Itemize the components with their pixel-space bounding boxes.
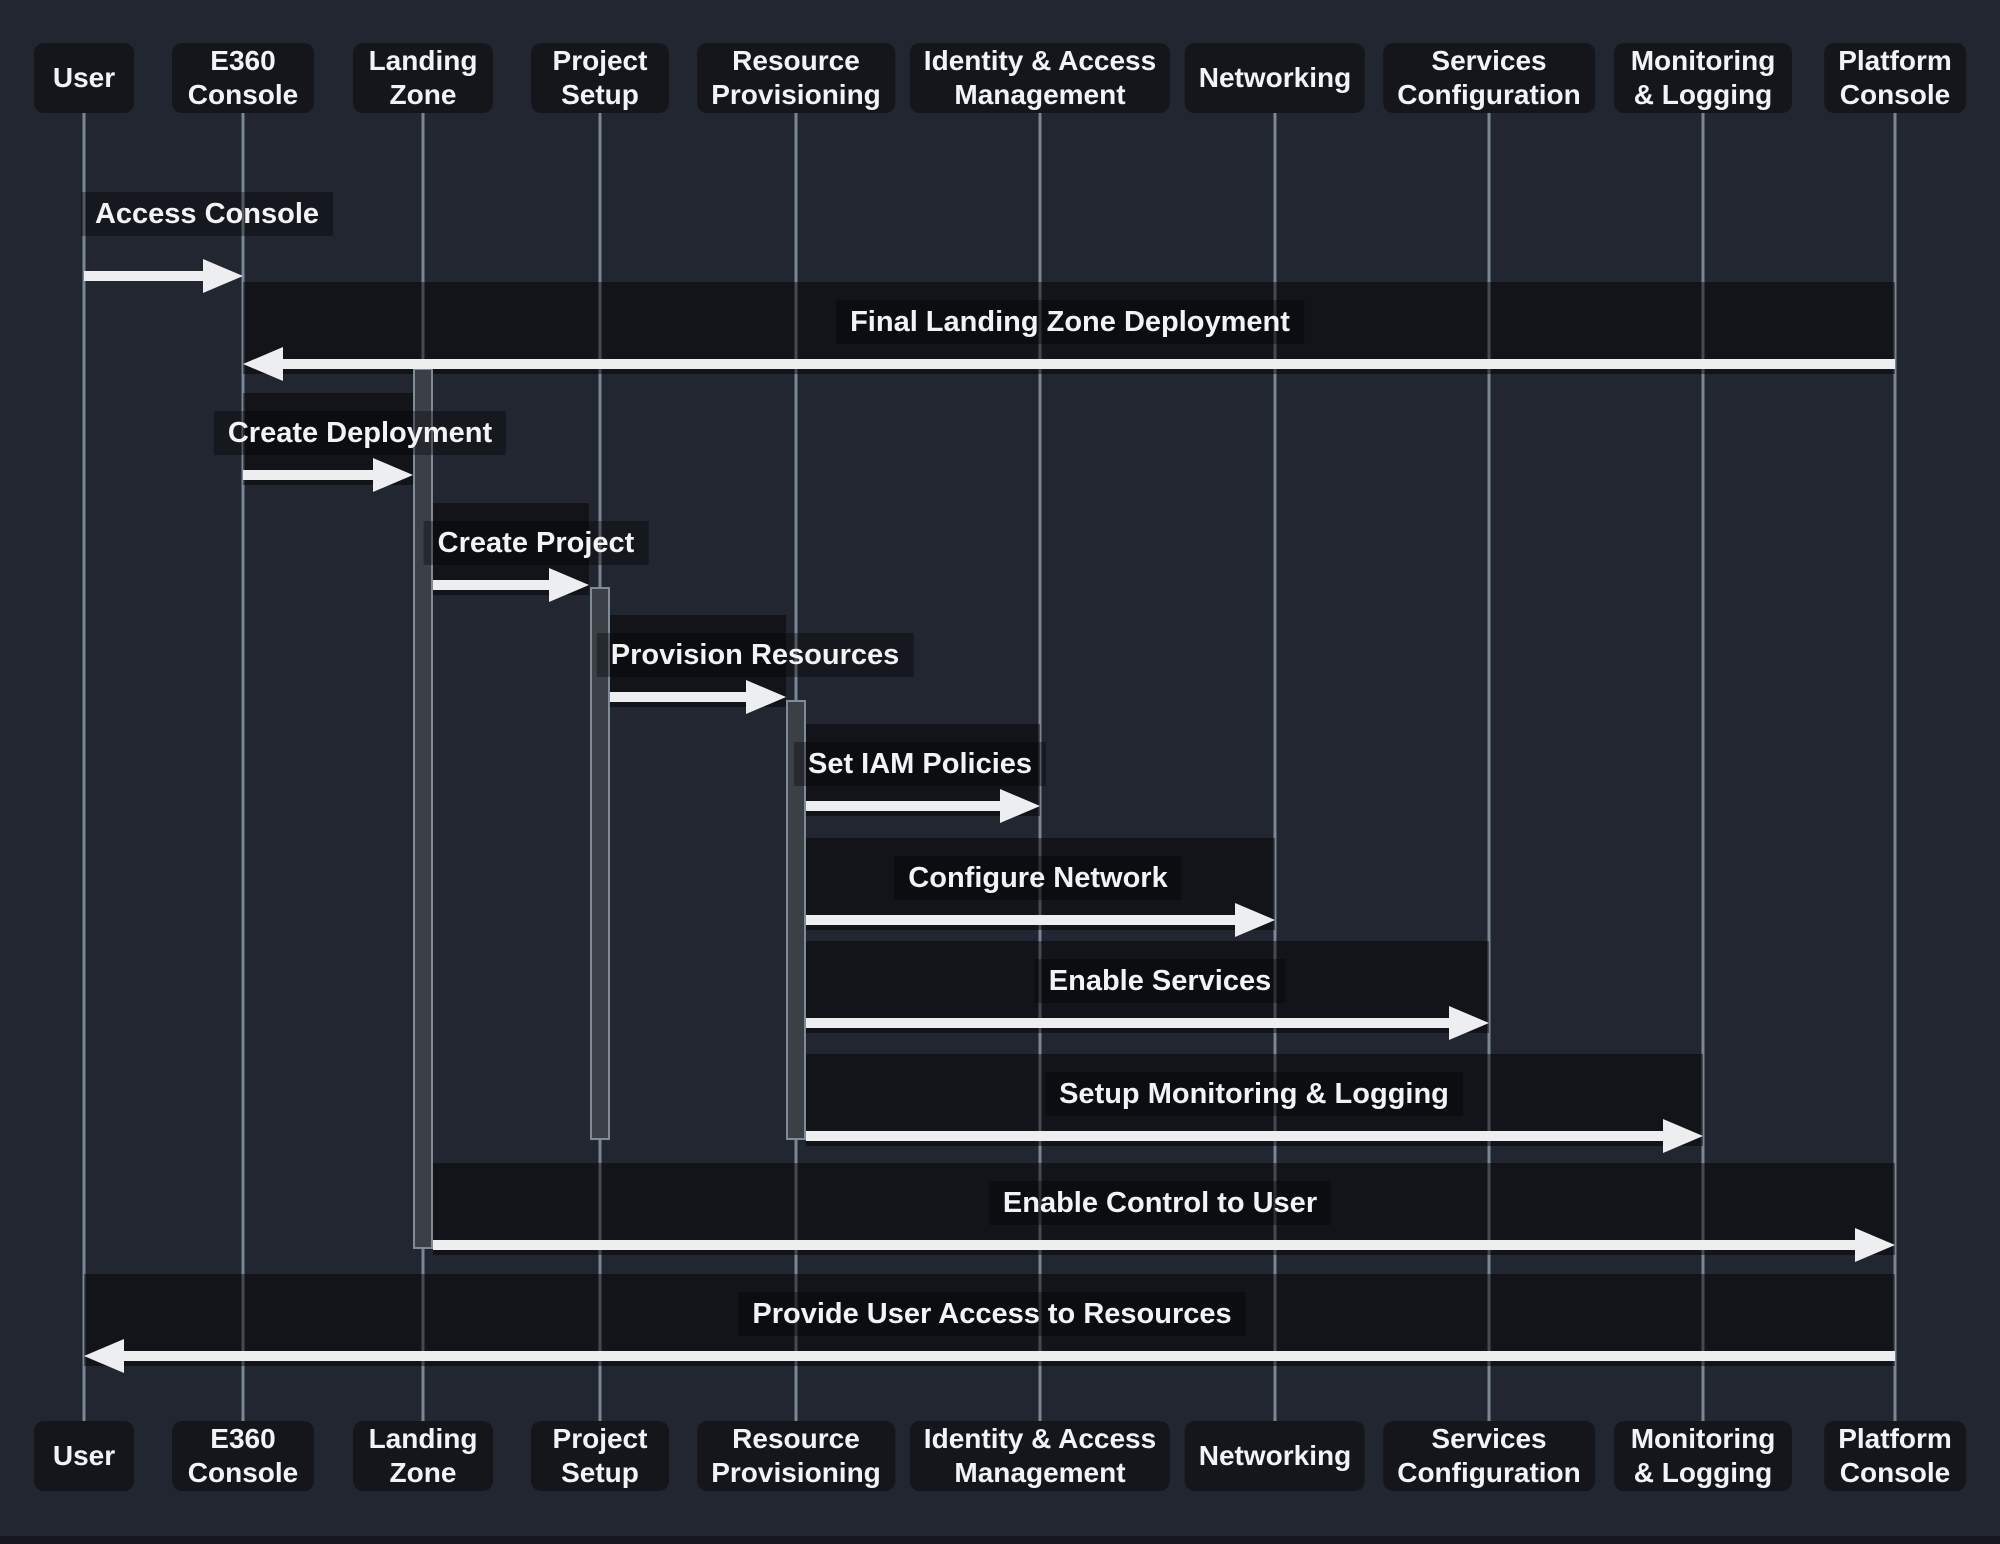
message-arrowhead <box>203 259 243 293</box>
participant-box-top-e360-console: E360 Console <box>172 43 314 113</box>
lifeline-identity-access-management <box>1038 113 1042 1421</box>
message-arrowhead <box>1235 903 1275 937</box>
participant-box-bottom-networking: Networking <box>1184 1421 1366 1491</box>
participant-box-bottom-e360-console: E360 Console <box>172 1421 314 1491</box>
message-label: Set IAM Policies <box>793 742 1047 786</box>
message-label: Provide User Access to Resources <box>738 1292 1246 1336</box>
message-arrowhead <box>1449 1006 1489 1040</box>
lifeline-networking <box>1273 113 1277 1421</box>
message-label: Setup Monitoring & Logging <box>1045 1072 1463 1116</box>
message-arrowhead <box>1855 1228 1895 1262</box>
message-arrow-line <box>806 1018 1453 1028</box>
message-arrowhead <box>746 680 786 714</box>
message-band <box>243 282 1895 374</box>
message-label: Enable Control to User <box>988 1181 1332 1225</box>
message-label: Final Landing Zone Deployment <box>836 300 1304 344</box>
message-label: Access Console <box>80 192 334 236</box>
message-label: Create Deployment <box>213 411 507 455</box>
message-band <box>806 1054 1703 1146</box>
participant-box-bottom-services-configuration: Services Configuration <box>1383 1421 1595 1491</box>
message-arrow-line <box>806 915 1239 925</box>
participant-box-bottom-resource-provisioning: Resource Provisioning <box>697 1421 895 1491</box>
message-label: Create Project <box>423 521 649 565</box>
participant-box-top-monitoring-logging: Monitoring & Logging <box>1614 43 1792 113</box>
lifeline-services-configuration <box>1487 113 1491 1421</box>
lifeline-platform-console <box>1893 113 1897 1421</box>
activation-bar-project-setup <box>590 587 610 1140</box>
bottom-edge-strip <box>0 1536 2000 1544</box>
message-arrow-line <box>610 692 750 702</box>
participant-box-bottom-identity-access-management: Identity & Access Management <box>909 1421 1171 1491</box>
message-label: Configure Network <box>894 856 1182 900</box>
participant-box-bottom-landing-zone: Landing Zone <box>353 1421 493 1491</box>
lifeline-monitoring-logging <box>1701 113 1705 1421</box>
participant-box-top-identity-access-management: Identity & Access Management <box>909 43 1171 113</box>
participant-box-bottom-monitoring-logging: Monitoring & Logging <box>1614 1421 1792 1491</box>
message-label: Enable Services <box>1034 959 1286 1003</box>
participant-box-top-resource-provisioning: Resource Provisioning <box>697 43 895 113</box>
message-band <box>433 1163 1895 1255</box>
message-arrow-line <box>806 801 1004 811</box>
message-arrowhead <box>549 568 589 602</box>
participant-box-top-user: User <box>34 43 134 113</box>
message-band <box>806 838 1275 930</box>
participant-box-top-networking: Networking <box>1184 43 1366 113</box>
message-band <box>84 1274 1895 1366</box>
message-arrow-line <box>806 1131 1667 1141</box>
participant-box-top-landing-zone: Landing Zone <box>353 43 493 113</box>
message-arrowhead <box>243 347 283 381</box>
participant-box-bottom-user: User <box>34 1421 134 1491</box>
participant-box-top-platform-console: Platform Console <box>1824 43 1966 113</box>
message-arrowhead <box>1000 789 1040 823</box>
message-arrowhead <box>84 1339 124 1373</box>
message-arrow-line <box>433 1240 1859 1250</box>
message-arrow-line <box>84 271 207 281</box>
activation-bar-resource-provisioning <box>786 700 806 1140</box>
participant-box-bottom-project-setup: Project Setup <box>531 1421 669 1491</box>
participant-box-top-project-setup: Project Setup <box>531 43 669 113</box>
message-arrow-line <box>433 580 553 590</box>
message-arrow-line <box>120 1351 1895 1361</box>
activation-bar-landing-zone <box>413 368 433 1249</box>
message-arrow-line <box>243 470 377 480</box>
message-band <box>806 941 1489 1033</box>
message-arrowhead <box>373 458 413 492</box>
message-arrow-line <box>279 359 1895 369</box>
participant-box-top-services-configuration: Services Configuration <box>1383 43 1595 113</box>
participant-box-bottom-platform-console: Platform Console <box>1824 1421 1966 1491</box>
message-arrowhead <box>1663 1119 1703 1153</box>
lifeline-e360-console <box>241 113 245 1421</box>
lifeline-user <box>82 113 86 1421</box>
message-label: Provision Resources <box>596 633 914 677</box>
